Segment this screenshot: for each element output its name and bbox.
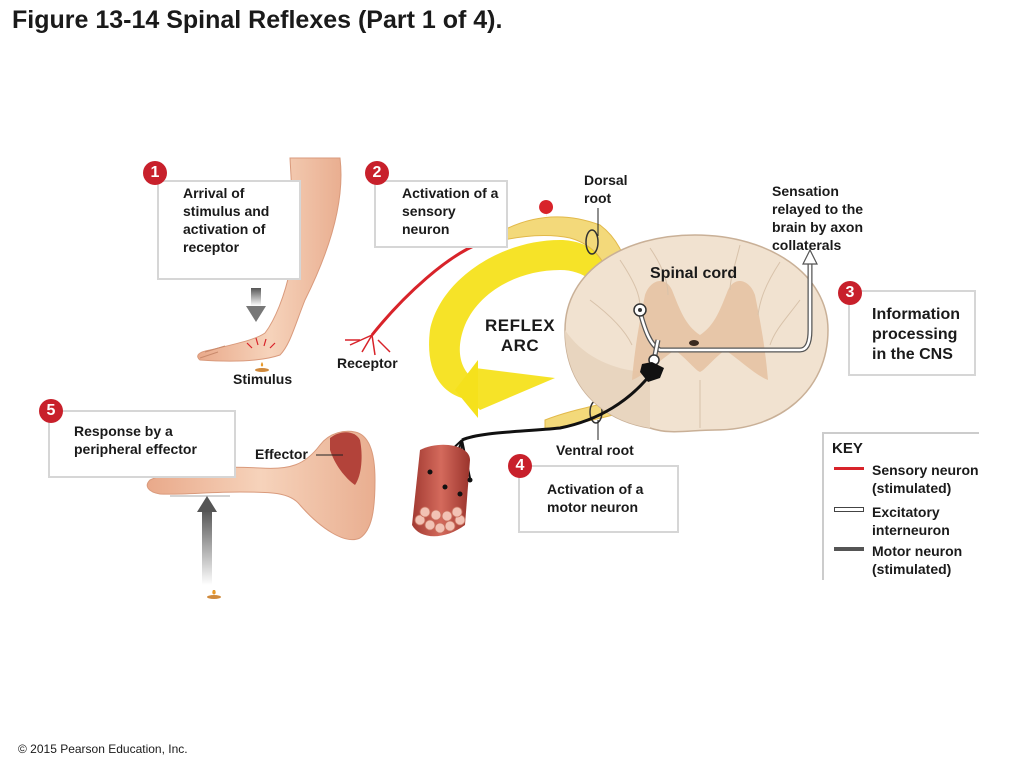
stimulus-flame-icon bbox=[260, 362, 264, 367]
lower-arm-illustration bbox=[146, 430, 376, 540]
step-5-badge: 5 bbox=[39, 399, 63, 423]
step-5-text: Response by a peripheral effector bbox=[74, 423, 197, 457]
key-swatch-sensory bbox=[834, 467, 864, 470]
stimulus-marks bbox=[246, 337, 276, 349]
sensation-label: Sensation relayed to the brain by axon c… bbox=[772, 183, 864, 253]
copyright: © 2015 Pearson Education, Inc. bbox=[18, 742, 188, 756]
step-2-box bbox=[374, 180, 508, 248]
gray-matter bbox=[632, 280, 768, 380]
spinal-cord-label: Spinal cord bbox=[650, 265, 738, 282]
motor-neuron-axon bbox=[461, 374, 652, 442]
ventral-root-label: Ventral root bbox=[556, 442, 634, 458]
muscle-fiber-bundle bbox=[412, 444, 473, 537]
step-4-badge: 4 bbox=[508, 454, 532, 478]
receptor-label: Receptor bbox=[337, 355, 398, 371]
key-swatch-motor bbox=[834, 547, 864, 551]
step-4-text: Activation of a motor neuron bbox=[547, 481, 644, 515]
step-5-box bbox=[48, 410, 236, 478]
response-arrow-icon bbox=[197, 496, 217, 512]
receptor-endings bbox=[345, 334, 391, 356]
effector-muscle bbox=[330, 432, 362, 485]
stimulus-arrow-icon bbox=[246, 306, 266, 322]
key-panel bbox=[822, 432, 979, 580]
key-title: KEY bbox=[832, 440, 863, 457]
effector-label: Effector bbox=[255, 446, 308, 462]
step-2-text: Activation of a sensory neuron bbox=[402, 185, 499, 237]
sensory-ganglion-icon bbox=[539, 200, 554, 232]
step-1-text: Arrival of stimulus and activation of re… bbox=[183, 185, 270, 255]
step-3-box bbox=[848, 290, 976, 376]
key-label-interneuron: Excitatory interneuron bbox=[872, 504, 950, 538]
step-3-text: Information processing in the CNS bbox=[872, 306, 960, 363]
step-2-badge: 2 bbox=[365, 161, 389, 185]
reflex-arc-label: REFLEX ARC bbox=[484, 316, 556, 355]
step-4-box bbox=[518, 465, 679, 533]
key-swatch-interneuron bbox=[834, 507, 864, 512]
sensation-arrow-icon bbox=[802, 248, 818, 265]
key-label-motor: Motor neuron (stimulated) bbox=[872, 543, 963, 577]
step-1-box bbox=[157, 180, 301, 280]
key-label-sensory: Sensory neuron (stimulated) bbox=[872, 462, 979, 496]
step-1-badge: 1 bbox=[143, 161, 167, 185]
stimulus-label: Stimulus bbox=[233, 371, 293, 387]
reflex-arc-arrow bbox=[429, 240, 607, 410]
step-3-badge: 3 bbox=[838, 281, 862, 305]
dorsal-root-label: Dorsal root bbox=[584, 172, 628, 206]
motor-neuron-cell-body bbox=[640, 362, 664, 382]
figure-title: Figure 13-14 Spinal Reflexes (Part 1 of … bbox=[12, 6, 503, 34]
